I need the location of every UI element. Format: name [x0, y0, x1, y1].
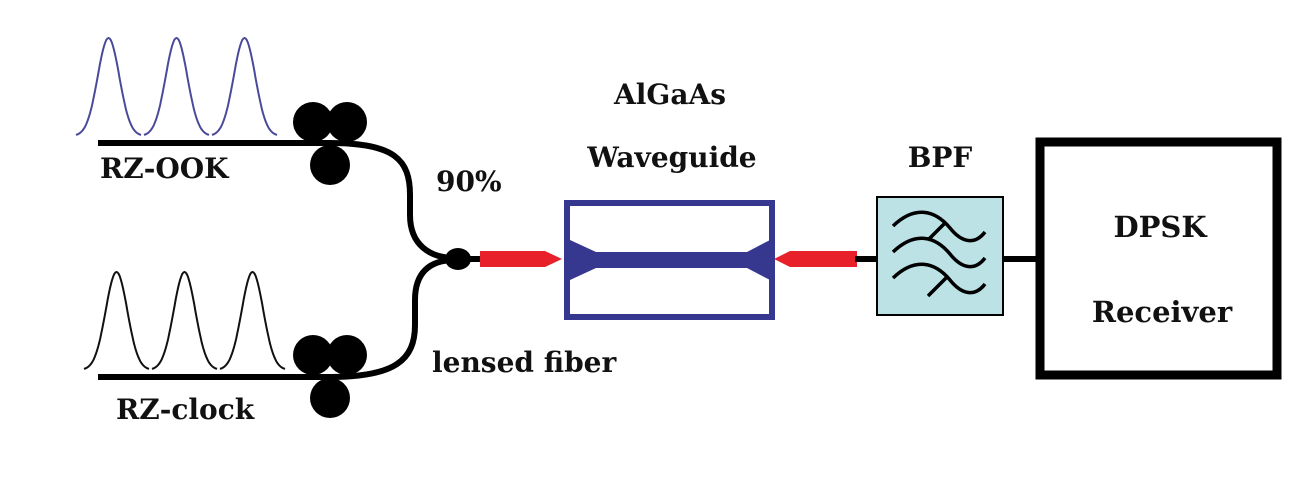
clock-pulse — [151, 270, 218, 370]
clock-pulse — [219, 270, 286, 370]
coupling-ratio-label: 90% — [436, 165, 502, 198]
signal-pulse — [211, 36, 278, 136]
polarization-controller-signal[interactable] — [293, 102, 367, 185]
lensed-fiber-tip-input — [480, 251, 562, 267]
rz-clock-label: RZ-clock — [116, 393, 255, 426]
signal-pulse — [143, 36, 210, 136]
polarization-controller-clock[interactable] — [293, 335, 367, 418]
signal-pulse — [75, 36, 142, 136]
bpf-label: BPF — [908, 141, 973, 174]
receiver-label-line2: Receiver — [1092, 295, 1233, 329]
coupler — [445, 248, 471, 270]
signal-fiber — [98, 140, 456, 261]
lensed-fiber-tip-output — [774, 251, 857, 267]
waveguide-label: Waveguide — [586, 141, 756, 174]
filter-wave-icon — [891, 210, 987, 298]
dpsk-receiver[interactable] — [1035, 137, 1282, 380]
band-pass-filter[interactable] — [876, 196, 1004, 316]
rz-clock-pulse-train — [83, 270, 286, 370]
rz-ook-pulse-train — [75, 36, 278, 136]
clock-fiber — [98, 257, 456, 380]
rz-ook-label: RZ-OOK — [100, 152, 230, 185]
receiver-label-line1: DPSK — [1113, 210, 1208, 244]
lensed-fiber-label: lensed fiber — [432, 346, 617, 379]
algaas-waveguide[interactable] — [564, 200, 775, 320]
clock-pulse — [83, 270, 150, 370]
waveguide-material-label: AlGaAs — [613, 78, 726, 111]
